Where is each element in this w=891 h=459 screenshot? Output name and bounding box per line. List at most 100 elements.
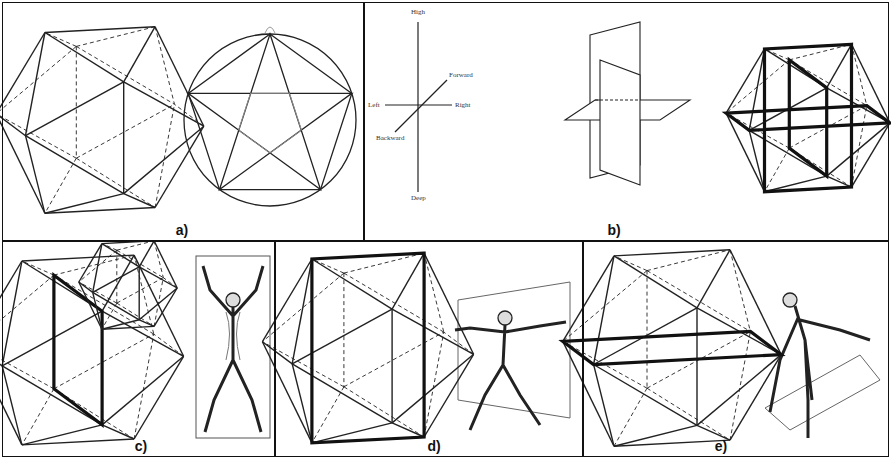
icosahedron-edge [343,273,344,387]
golden-rectangle [563,332,781,365]
icosahedron-edge [45,158,76,213]
icosahedron-edge [155,27,174,105]
figure-panel: b) [364,2,889,241]
icosahedron-edge [392,253,424,309]
icosahedron-edge [124,82,204,126]
icosahedron-edge [852,44,890,123]
icosahedron-edge [614,256,697,308]
icosahedron-edge [852,44,867,105]
icosahedron-edge [22,439,134,445]
icosahedron-edge [614,388,647,446]
icosahedron-edge [563,256,614,342]
icosahedron-edge [392,423,424,437]
icosahedron-edge [93,292,102,329]
icosahedron-edge [79,244,102,282]
icosahedron-edge [647,271,648,389]
icosahedron-edge [827,176,852,187]
icosahedra [0,27,890,447]
icosahedron-edge [22,255,134,261]
icosahedron-edge [123,82,124,194]
icosahedron-edge [54,334,154,389]
icosahedron-edge [45,27,155,33]
icosahedron-edge [2,366,102,425]
icosahedron-edge [2,311,102,366]
icosahedron-edge [124,27,155,82]
axis-label: Backward [376,134,404,142]
icosahedron-edge [134,255,154,334]
icosahedron-edge [117,303,154,326]
axis-label: Forward [449,71,473,79]
axis-label: Left [368,101,380,109]
icosahedron-edge [697,425,730,440]
icosahedron-edge [749,130,764,191]
icosahedron-edge [424,253,444,332]
icosahedron-edge [424,253,474,354]
icosahedron-edge [154,241,163,278]
icosahedron-edge [292,309,392,364]
figure-panel: e) [583,241,889,457]
icosahedron-edge [344,273,444,332]
golden-rectangle [789,60,826,176]
icosahedron-edge [344,387,424,437]
human-figure-e [765,293,880,438]
icosahedron-edge [852,106,867,188]
icosahedron-edge [726,113,764,192]
icosahedron-edge [139,320,154,327]
icosahedron-edge [155,126,204,207]
icosahedron-edge [102,326,154,329]
icosahedron-edge [76,46,77,158]
axis-label: High [411,8,425,16]
icosahedron-edge [0,344,22,445]
icosahedron-edge [163,278,177,288]
axis-label: Right [455,101,471,109]
icosahedron-edge [0,114,25,136]
icosahedron-edge [852,123,890,187]
icosahedron-edge [79,282,102,329]
panel-caption: a) [176,222,188,238]
panel-caption: c) [135,438,147,454]
icosahedron-edge [102,244,117,251]
figure-panel: a) [2,2,364,241]
icosahedron-edge [2,366,22,445]
icosahedron-edge [76,158,155,207]
icosahedron-edge [0,46,76,113]
three-planes [565,22,690,185]
icosahedron-edge [730,332,750,441]
icosahedron-edge [765,148,790,192]
icosahedron-edge [0,114,45,214]
icosahedron-edge [102,311,184,356]
icosahedron-edge [93,292,140,319]
golden-rectangle [312,253,424,443]
golden-rectangle [765,44,852,191]
icosahedron-edge [0,344,54,389]
panel-caption: e) [715,438,727,454]
icosahedron-edge [117,278,164,304]
icosahedron-edge [175,104,204,126]
icosahedron-edge [154,334,184,356]
icosahedron-edge [765,49,790,60]
icosahedron-edge [117,250,164,277]
icosahedron-edge [391,309,392,423]
golden-rectangle [726,106,890,131]
panel-caption: b) [607,222,620,238]
icosahedron-edge [102,303,117,329]
icosahedron-edge [26,136,45,214]
human-figure-c [196,256,270,438]
golden-rectangle [54,275,102,425]
icosahedron-edge [76,104,174,158]
pentagram-circle [184,27,356,206]
icosahedron-edge [262,342,312,443]
icosahedron-edge [134,334,154,439]
icosahedron-edge [154,278,163,327]
icosahedron-edge [134,255,184,356]
icosahedron-edge [563,341,614,446]
icosahedron-edge [726,49,764,113]
icosahedron-edge [22,261,54,275]
icosahedron-edge [392,309,474,354]
icosahedron-edge [102,244,139,267]
icosahedron-edge [138,267,139,320]
icosahedron-edge [155,104,174,207]
icosahedron-edge [116,250,117,303]
icosahedron-edge [312,259,344,273]
